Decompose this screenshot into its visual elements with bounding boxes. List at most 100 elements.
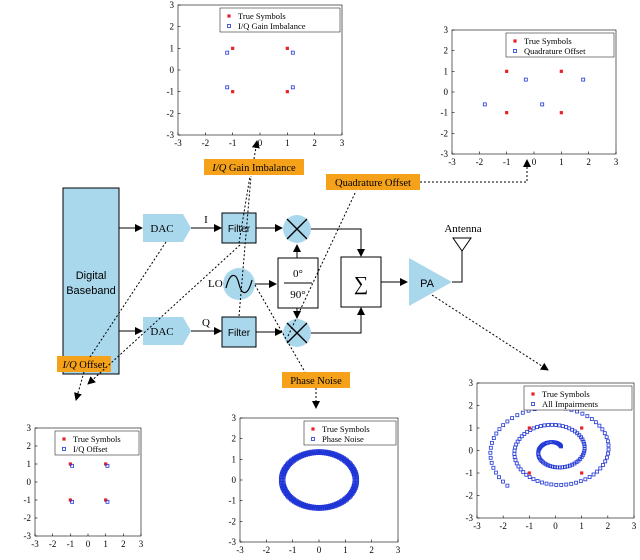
dac-bottom-block [143,317,191,345]
all-impairments-point [505,483,510,488]
legend-entry: I/Q Gain Imbalance [238,21,306,31]
all-impairments-point [587,475,592,479]
y-tick-label: 0 [444,87,449,97]
baseband-label-line2: Baseband [66,285,116,297]
y-tick-label: -2 [167,108,175,118]
all-impairments-point [600,427,605,432]
impaired-symbol-point [581,77,586,82]
impaired-symbol-point [540,102,545,107]
all-impairments-point [606,447,611,452]
legend-entry: All Impairments [542,399,598,409]
all-impairments-point [585,414,590,419]
legend-true-marker [531,392,535,396]
all-impairments-point [603,459,608,464]
x-tick-label: 3 [139,539,144,549]
legend-box [505,32,615,58]
phase-noise-text: Phase Noise [290,376,342,387]
x-tick-label: -2 [263,545,271,555]
x-tick-label: 2 [369,545,374,555]
all-impairments-point [497,475,501,480]
all-impairments-point [606,443,611,448]
x-tick-label: -2 [49,539,57,549]
power-amplifier-block [409,258,452,306]
dac-bottom-label: DAC [150,326,173,338]
x-tick-label: 2 [121,539,126,549]
y-tick-label: -1 [167,87,175,97]
all-impairments-point [591,472,596,477]
true-symbol-point [285,46,289,50]
all-impairments-point [580,453,585,458]
all-impairments-point [582,442,587,446]
x-tick-label: 0 [258,138,263,148]
all-impairments-point [518,467,523,472]
legend-impaired-marker [531,402,535,406]
all-impairments-point [598,466,603,471]
all-impairments-point [578,479,583,484]
impaired-symbol-point [290,85,295,90]
all-impairments-point [521,470,526,475]
all-impairments-point [540,480,544,485]
phase-noise-point [316,506,320,511]
all-impairments-point [505,419,510,424]
filter-top-block [221,212,257,244]
mixer-top [283,215,311,243]
x-tick-label: -1 [289,545,297,555]
all-impairments-point [497,427,502,432]
x-tick-label: -3 [448,157,456,167]
y-tick-label: 2 [444,46,449,56]
all-impairments-point [490,440,494,445]
y-tick-label: -2 [24,513,32,523]
phase-noise-point [316,449,320,454]
sum-block [340,256,382,308]
all-impairments-point [595,469,600,474]
impaired-symbol-point [225,50,230,55]
all-impairments-point [488,450,493,455]
all-impairments-point [557,423,562,428]
true-symbol-point [231,46,235,50]
all-impairments-point [553,423,558,427]
y-tick-label: -1 [24,495,32,505]
all-impairments-point [569,481,574,486]
y-tick-label: -3 [441,149,449,159]
y-tick-label: -3 [167,130,175,140]
y-tick-label: -2 [229,516,237,526]
true-symbol-point [527,426,531,430]
y-tick-label: 2 [170,22,175,32]
all-impairments-point [491,465,496,470]
all-impairments-point [491,436,496,440]
all-impairments-point [555,465,560,470]
y-tick-label: 0 [232,475,237,485]
legend-entry: True Symbols [73,434,121,444]
legend-true-marker [227,14,231,18]
y-tick-label: 1 [170,43,175,53]
y-tick-label: 1 [27,459,32,469]
x-tick-label: 1 [103,539,108,549]
all-impairments-point [535,479,540,483]
all-impairments-point [494,431,499,436]
all-impairments-point [593,420,598,425]
all-impairments-point [604,455,609,460]
y-tick-label: -1 [441,108,449,118]
mixer-bottom [283,319,311,347]
x-tick-label: -1 [503,157,511,167]
q-branch-label: Q [202,317,210,329]
x-tick-label: -1 [229,138,237,148]
all-impairments-point [488,445,493,450]
block-diagram: Digital Baseband DAC DAC I Q Filter Filt… [62,187,482,375]
legend-impaired-marker [311,437,315,441]
phase-shift-bottom: 90° [290,289,305,301]
all-impairments-point [567,463,572,468]
all-impairments-point [522,432,527,436]
all-impairments-point [580,411,585,416]
true-symbol-point [285,90,289,94]
x-tick-label: 1 [579,521,584,531]
local-oscillator [223,268,255,300]
x-tick-label: 3 [632,521,637,531]
all-impairments-point [549,482,554,487]
legend-entry: True Symbols [322,424,370,434]
all-impairments-point [589,417,594,421]
iq-gain-imbalance-tag [204,159,304,175]
